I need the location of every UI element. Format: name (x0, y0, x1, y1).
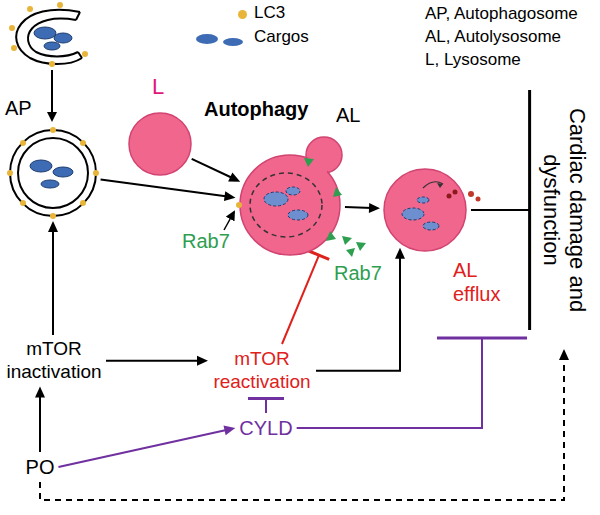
node-heading: AL efflux (453, 258, 511, 306)
inhibition-bar (309, 251, 329, 259)
process-text: mTOR inactivation (6, 338, 102, 384)
arrow-head (223, 425, 235, 435)
protein-label: Rab7 (334, 262, 382, 285)
lysosome-outline (128, 112, 192, 176)
rab7-leader (224, 212, 234, 230)
inhibition-bar (528, 90, 531, 330)
arrow-head (35, 387, 45, 398)
autolysosome: AL efflux (383, 168, 467, 252)
connector (48, 221, 58, 335)
legend-swatch (238, 10, 247, 19)
connector (192, 159, 241, 182)
node-text: PO (26, 455, 55, 479)
connector-line (297, 338, 482, 428)
arrow-head (48, 221, 58, 232)
connector-line (345, 207, 372, 208)
stimulus-text: PO (16, 455, 64, 479)
node-text: Cardiac damage and dysfunction (538, 75, 591, 345)
rab7-triangles (342, 236, 366, 257)
fusing-autolysosome-outline (238, 153, 342, 257)
connector (101, 179, 236, 201)
protein-label: Rab7 (182, 230, 230, 253)
autophagosome-outline (8, 128, 98, 218)
node-text: L (152, 74, 164, 100)
node-heading: L (152, 74, 164, 100)
connector (282, 251, 329, 344)
connector (106, 356, 208, 366)
connector (316, 248, 405, 371)
connector-line (265, 399, 267, 413)
node-text: CYLD (239, 416, 292, 440)
inhibition-bar (437, 337, 527, 340)
arrow-head (197, 356, 208, 366)
abbreviation-note: AL, Autolysosome (425, 27, 561, 47)
abbreviation-note: L, Lysosome (425, 50, 521, 70)
connector-line (58, 430, 227, 467)
connector-line (282, 255, 319, 344)
connector-line (192, 159, 233, 178)
arrow-head (228, 172, 240, 181)
connector-line (52, 229, 54, 335)
connector (35, 387, 45, 452)
legend-swatch (196, 34, 218, 44)
node-text: AP (5, 96, 32, 120)
node-text: mTOR inactivation (6, 338, 102, 384)
node-heading: AL (336, 103, 360, 127)
node-text: AL efflux (453, 258, 511, 306)
arrow-head (395, 248, 405, 259)
fusing-autolysosome: AL (238, 153, 342, 257)
arrow-head (224, 191, 236, 201)
process-text: mTOR reactivation (212, 348, 312, 394)
connector (40, 349, 569, 500)
node-text: mTOR reactivation (212, 348, 312, 394)
regulator-text: CYLD (236, 416, 296, 440)
process-title: Autophagy (204, 98, 308, 121)
connector-line (101, 179, 228, 196)
connector-line (471, 209, 530, 211)
node-text: AL (336, 103, 360, 127)
inhibition-bar (248, 397, 284, 400)
node-heading: AP (5, 96, 32, 120)
connector (297, 338, 527, 428)
legend-text: Cargos (254, 27, 309, 47)
legend-text: LC3 (254, 3, 285, 23)
lysosome: L (128, 112, 192, 176)
phagophore (9, 2, 88, 67)
connector-line (316, 256, 400, 371)
abbreviation-note: AP, Autophagosome (425, 4, 578, 24)
autophagosome: AP (8, 128, 98, 218)
connector (248, 399, 284, 413)
autolysosome-outline (383, 168, 467, 252)
arrow-head (559, 349, 569, 360)
formation-arrow (51, 70, 53, 120)
connector-line (106, 360, 200, 362)
arrow-head (369, 203, 380, 213)
connector (345, 203, 380, 213)
connector (58, 425, 235, 467)
outcome-text: Cardiac damage and dysfunction (532, 70, 596, 350)
connector-line (39, 395, 41, 452)
